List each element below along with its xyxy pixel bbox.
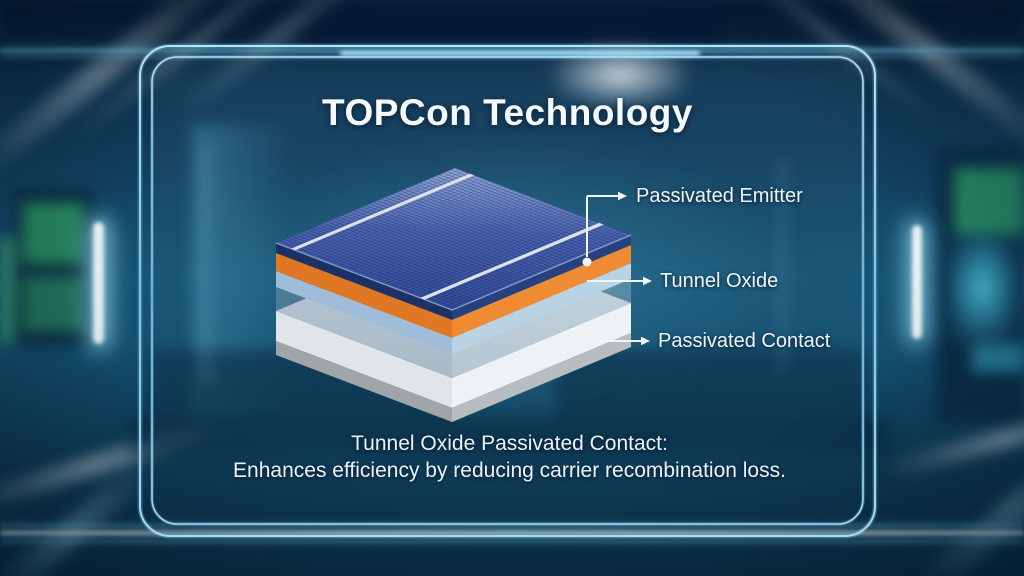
- leader-tunnel-oxide: [587, 276, 652, 286]
- label-passivated-contact: Passivated Contact: [658, 330, 831, 352]
- layer-wafer-light-blue: [276, 263, 631, 354]
- leader-passivated-contact: [587, 336, 650, 346]
- caption: Tunnel Oxide Passivated Contact: Enhance…: [132, 430, 887, 484]
- solar-cell-top-face: [275, 168, 632, 311]
- holo-frame: [137, 43, 878, 539]
- layer-translucent-interlayer: [276, 279, 631, 378]
- label-passivated-emitter: Passivated Emitter: [636, 185, 803, 207]
- caption-line-1: Tunnel Oxide Passivated Contact:: [351, 432, 668, 455]
- caption-line-2: Enhances efficiency by reducing carrier …: [233, 459, 786, 482]
- leader-lines: [582, 191, 652, 346]
- layer-tunnel-oxide: [276, 245, 631, 338]
- label-tunnel-oxide: Tunnel Oxide: [660, 270, 779, 292]
- page-title: TOPCon Technology: [322, 92, 693, 133]
- busbar: [420, 222, 604, 300]
- busbar: [290, 173, 475, 251]
- leader-passivated-emitter: [582, 191, 627, 267]
